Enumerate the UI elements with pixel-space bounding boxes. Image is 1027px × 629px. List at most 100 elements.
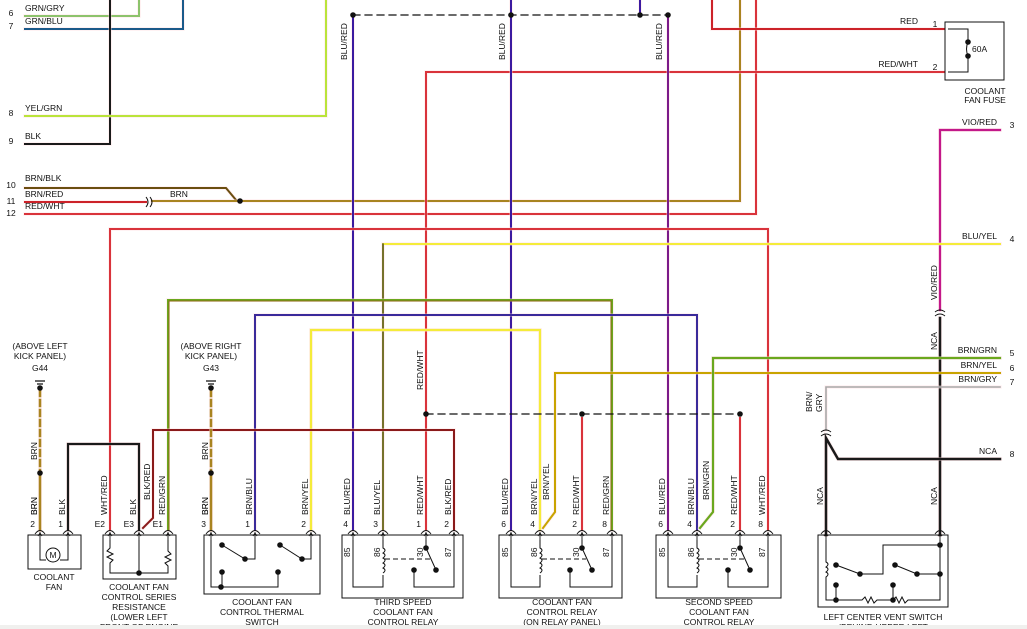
left-terminal-label-6: GRN/GRY: [25, 3, 65, 13]
third-speed-relay-terminal-86: 86: [372, 547, 382, 557]
connector-icon: [145, 196, 153, 208]
vent-dot-7: [914, 571, 920, 577]
series-resistance-box: [102, 534, 177, 580]
series-resistance-caption-2: RESISTANCE: [112, 602, 166, 612]
top-bus-label-1: BLU/RED: [497, 23, 507, 60]
second-speed-relay-pin-8: 8: [758, 519, 763, 529]
ground-dot: [208, 385, 214, 391]
series-resistance-caption-3: (LOWER LEFT: [110, 612, 167, 622]
left-terminal-label-11: BRN/RED: [25, 189, 63, 199]
fan-control-relay-terminal-86: 86: [529, 547, 539, 557]
resistor-icons: [105, 540, 173, 574]
third-speed-relay-box: [341, 534, 464, 599]
wire-brn-yel-right: [541, 372, 1001, 530]
motor-symbol: M: [49, 550, 56, 560]
fan-control-relay-pin-4: 4: [530, 519, 535, 529]
third-speed-relay-caption-1: COOLANT FAN: [373, 607, 433, 617]
wire-red-wht-fuse: [425, 71, 945, 531]
coolant-fan-box: [27, 534, 82, 570]
second-speed-relay-contact-c: [725, 567, 731, 573]
series-resistance-pin-E2: E2: [95, 519, 106, 529]
second-speed-relay-wire-label-2: RED/WHT: [729, 475, 739, 515]
fan-control-relay-wire-label-3: RED/GRN: [601, 476, 611, 515]
brn-gry-label-b: GRY: [814, 393, 824, 412]
wire-nca-8-halo: [823, 430, 1003, 538]
wire-blk-fan: [66, 442, 141, 532]
fan-control-relay-internals-icon: [510, 540, 613, 588]
right-terminal-label-4: BLU/YEL: [962, 231, 997, 241]
left-terminal-label-7: GRN/BLU: [25, 16, 63, 26]
motor-icon: [45, 547, 61, 563]
fan-control-relay-wire-label-0: BLU/RED: [500, 478, 510, 515]
third-speed-relay-contact-a: [423, 545, 429, 551]
third-speed-relay-pin-4: 4: [343, 519, 348, 529]
right-terminal-label-7: BRN/GRY: [958, 374, 997, 384]
right-terminal-pin-2: 2: [933, 62, 938, 72]
wire-brn-grn-right-halo: [697, 356, 1002, 531]
ground-location-0-b: KICK PANEL): [14, 351, 66, 361]
fan-control-relay-pin-8: 8: [602, 519, 607, 529]
right-terminal-pin-7: 7: [1010, 377, 1015, 387]
left-terminal-pin-9: 9: [9, 136, 14, 146]
left-terminal-label-12: RED/WHT: [25, 201, 65, 211]
third-speed-relay-pin-2: 2: [444, 519, 449, 529]
thermal-switch-pin-1: 1: [245, 519, 250, 529]
third-speed-relay-wire-label-3: BLK/RED: [443, 479, 453, 515]
wire-grn-blu: [24, 0, 184, 30]
top-bus-label-0: BLU/RED: [339, 23, 349, 60]
series-resistance-pin-E3: E3: [124, 519, 135, 529]
fuse-dot-b: [965, 53, 971, 59]
bus-dot-2: [637, 12, 643, 18]
wire-grn-gry: [24, 0, 140, 17]
second-speed-relay-pin-2: 2: [730, 519, 735, 529]
thermal-switch-caption-2: SWITCH: [245, 617, 279, 627]
wire-brn-blk: [24, 187, 238, 202]
left-terminal-pin-11: 11: [7, 196, 16, 206]
mid-bus-dot-2: [737, 411, 743, 417]
thermal-switch-pin-3: 3: [201, 519, 206, 529]
ground-location-0-a: (ABOVE LEFT: [12, 341, 67, 351]
right-terminal-label-2: RED/WHT: [878, 59, 918, 69]
fan-control-relay-box: [498, 534, 623, 599]
series-resistance-wire-label-2: RED/GRN: [157, 476, 167, 515]
right-terminal-label-6: BRN/YEL: [961, 360, 998, 370]
fan-control-relay-contact-a: [579, 545, 585, 551]
resistance-dot: [136, 570, 142, 576]
ground-id-G43: G43: [203, 363, 219, 373]
coolant-fan-pin-2: 2: [30, 519, 35, 529]
coolant-fan-caption-1: FAN: [46, 582, 63, 592]
wire-blk-9: [24, 0, 111, 145]
ground-location-1-a: (ABOVE RIGHT: [181, 341, 242, 351]
second-speed-relay-box: [655, 534, 782, 599]
wire-red-wht-12-halo: [23, 0, 758, 216]
third-speed-relay-pin-3: 3: [373, 519, 378, 529]
second-speed-relay-caption-1: COOLANT FAN: [689, 607, 749, 617]
thermal-switch-wire-label-2: BRN/YEL: [300, 478, 310, 515]
fan-control-relay-contact-b: [589, 567, 595, 573]
third-speed-relay-terminal-85: 85: [342, 547, 352, 557]
thermal-contact-dot-5: [219, 542, 225, 548]
third-speed-relay-caption-0: THIRD SPEED: [374, 597, 431, 607]
wire-brn-grn-right: [698, 356, 1002, 530]
fan-control-relay-terminal-85: 85: [500, 547, 510, 557]
thermal-contact-dot-4: [299, 556, 305, 562]
thermal-switch-contacts-icon: [210, 540, 312, 588]
fuse-box: [944, 21, 1005, 81]
thermal-contact-dot-0: [219, 569, 225, 575]
fan-control-relay-terminal-30: 30: [571, 547, 581, 557]
right-terminal-label-3: VIO/RED: [962, 117, 997, 127]
nca-vertical-label: NCA: [929, 332, 939, 350]
vent-dot-5: [857, 571, 863, 577]
vent-dot-8: [937, 542, 943, 548]
fuse-caption-1: COOLANT: [964, 86, 1005, 96]
series-resistance-pin-E1: E1: [153, 519, 164, 529]
vent-dot-1: [833, 597, 839, 603]
wire-red-grn-tracer: [168, 300, 612, 531]
right-terminal-pin-3: 3: [1010, 120, 1015, 130]
second-speed-relay-contact-a: [737, 545, 743, 551]
bus-dot-0: [350, 12, 356, 18]
wire-brn-splice-halo: [150, 0, 742, 203]
ground-dot: [37, 385, 43, 391]
vio-red-vertical-label: VIO/RED: [929, 265, 939, 300]
